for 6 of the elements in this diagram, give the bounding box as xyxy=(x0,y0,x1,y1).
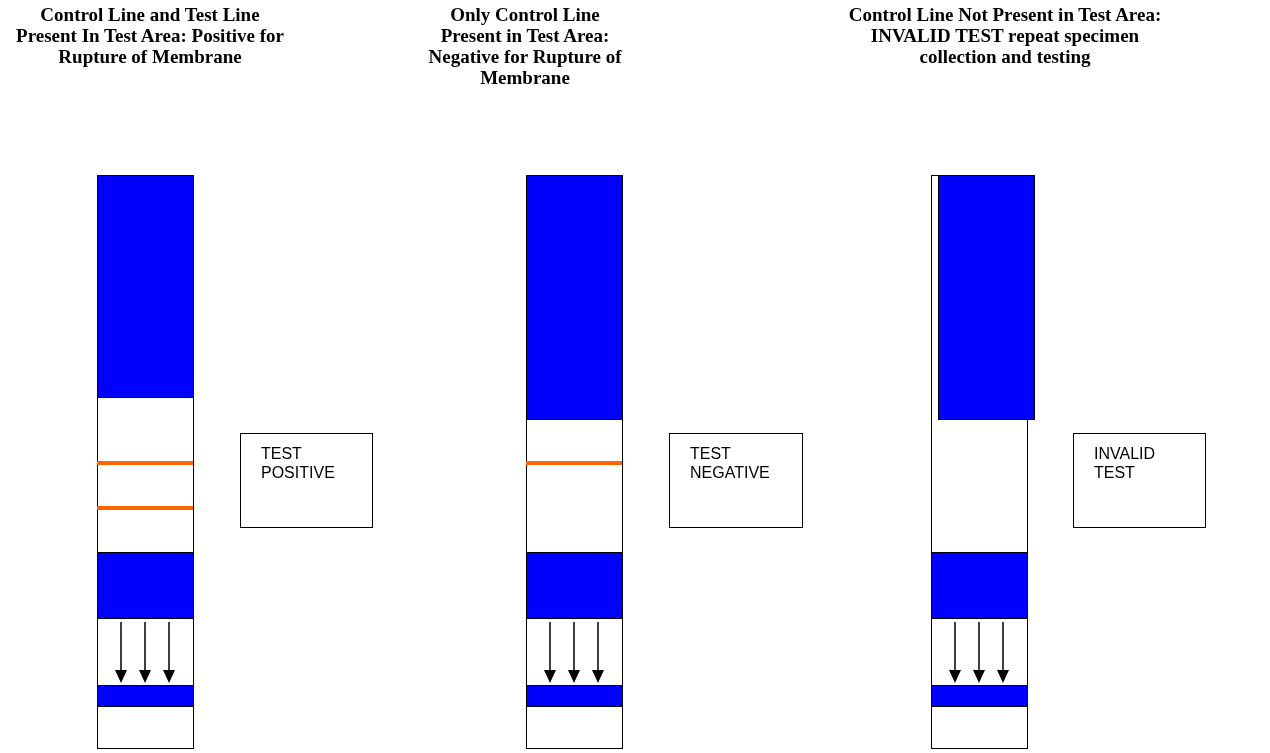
result-heading: Control Line and Test Line Present In Test Area: Positive for Rupture of Membrane xyxy=(15,4,285,67)
result-heading: Only Control Line Present in Test Area: Negative for Rupture of Membrane xyxy=(427,4,623,88)
result-box: TEST NEGATIVE xyxy=(669,433,803,528)
result-box: INVALID TEST xyxy=(1073,433,1206,528)
result-heading: Control Line Not Present in Test Area: INVALID TEST repeat specimen collection and testing xyxy=(847,4,1163,67)
result-box: TEST POSITIVE xyxy=(240,433,373,528)
